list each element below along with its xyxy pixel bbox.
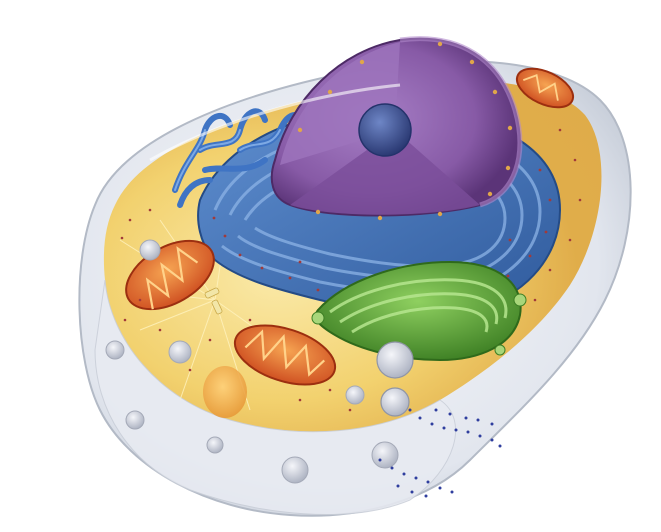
secretory-vesicles (378, 408, 502, 498)
nucleolus (358, 103, 412, 157)
golgi-apparatus (311, 260, 527, 362)
free-ribosomes (120, 128, 582, 412)
membrane-highlight (149, 83, 401, 162)
nuclear-pores (297, 41, 513, 221)
lysosome (203, 366, 247, 418)
vesicles (105, 239, 414, 484)
mitochondrion-lower (233, 324, 337, 386)
nuclear-envelope (399, 36, 523, 208)
cut-surface (94, 279, 457, 515)
mitochondrion-top-right (515, 67, 575, 109)
centrioles (204, 287, 223, 315)
